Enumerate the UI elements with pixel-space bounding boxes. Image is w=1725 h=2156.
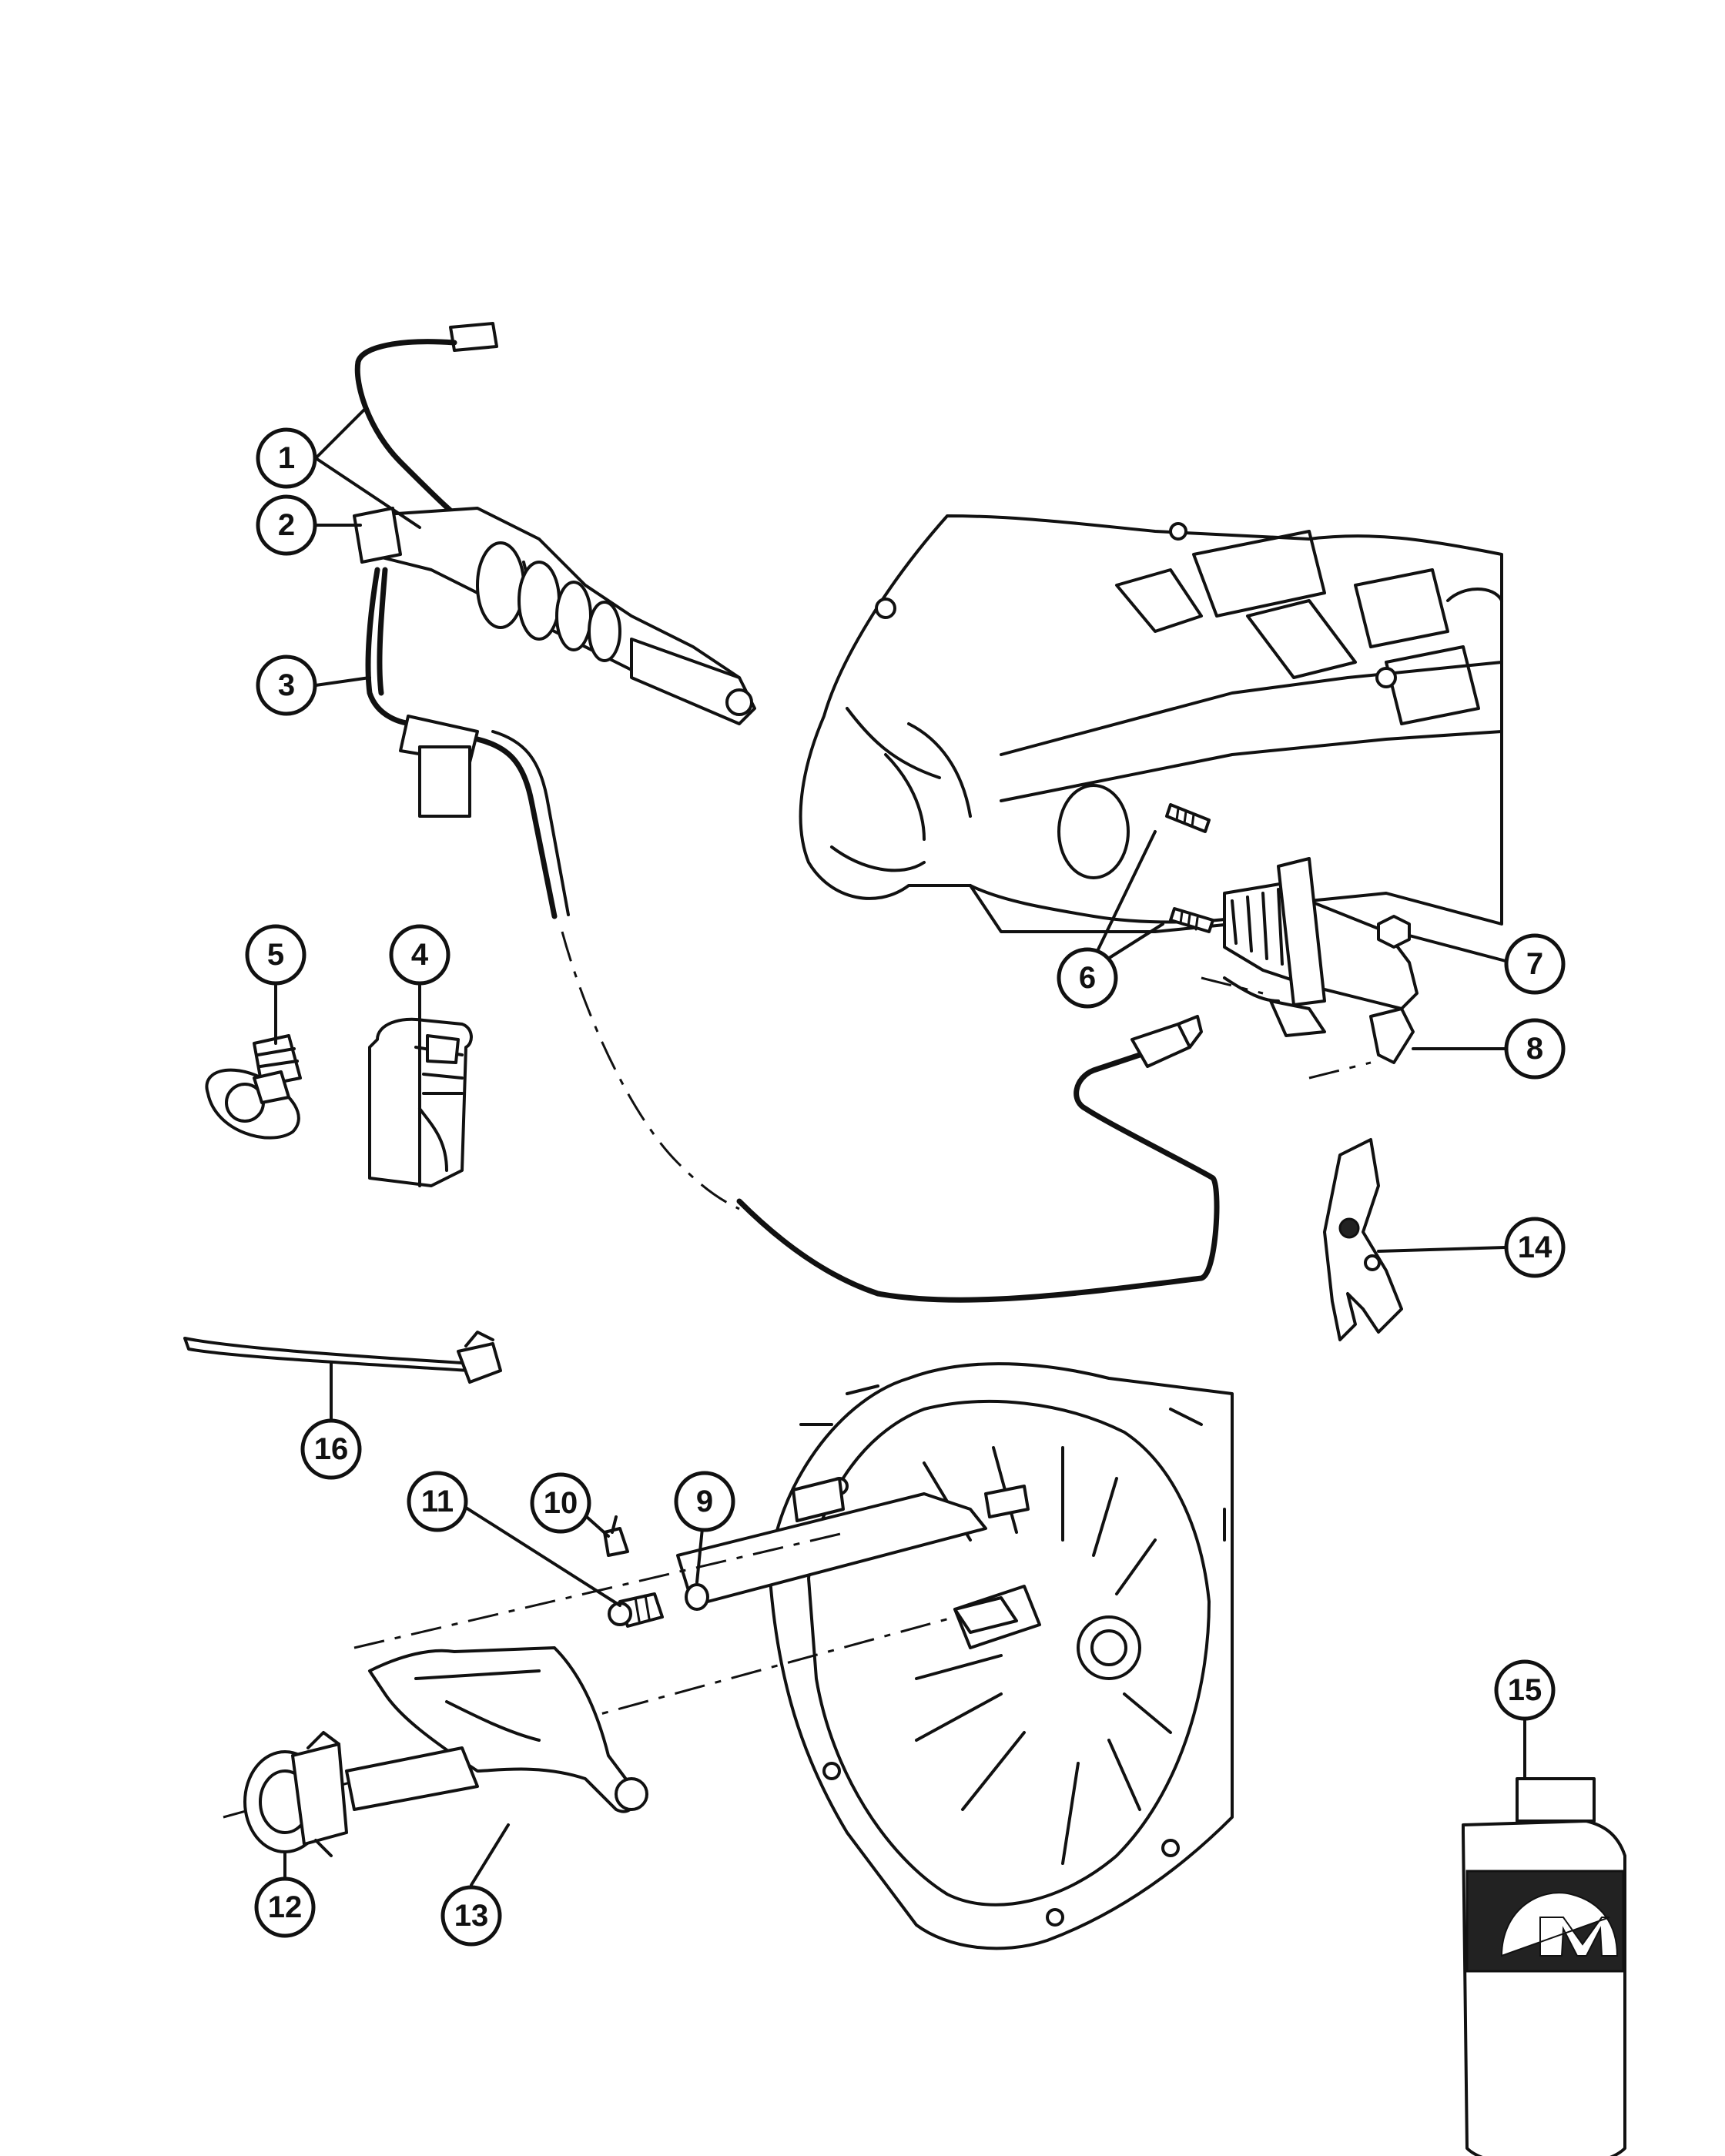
callout-6: 6	[1057, 947, 1118, 1009]
brake-fluid-bottle: MOPAR BRAKE FLUID	[1462, 1777, 1626, 2156]
hydraulic-line	[736, 1015, 1220, 1303]
callout-14-label: 14	[1518, 1230, 1552, 1264]
callout-4-label: 4	[411, 938, 429, 972]
callout-6-label: 6	[1079, 961, 1096, 995]
callout-1: 1	[256, 427, 317, 489]
mopar-logo	[1500, 1892, 1619, 1957]
clutch-release-components	[223, 1492, 1018, 1857]
callout-15-label: 15	[1508, 1673, 1542, 1707]
clutch-slave-cylinder	[1165, 803, 1419, 1080]
bottle-brand-label: MOPAR	[1532, 1987, 1594, 2006]
callout-1-label: 1	[278, 441, 295, 475]
callout-9-label: 9	[696, 1485, 713, 1518]
callout-13: 13	[440, 1885, 502, 1947]
callout-12: 12	[254, 1876, 316, 1938]
callout-8-label: 8	[1526, 1032, 1543, 1066]
callout-5: 5	[245, 924, 306, 986]
callout-16-label: 16	[314, 1432, 349, 1466]
callout-7-label: 7	[1526, 947, 1543, 981]
callout-8: 8	[1504, 1018, 1566, 1080]
callout-2-label: 2	[278, 508, 295, 542]
callout-9: 9	[674, 1471, 735, 1532]
bell-housing	[769, 1362, 1234, 1950]
transmission-upper	[799, 514, 1503, 933]
callout-4: 4	[389, 924, 451, 986]
callout-12-label: 12	[268, 1890, 303, 1924]
callout-5-label: 5	[267, 938, 284, 972]
push-pin-clip	[205, 1034, 302, 1140]
callout-11: 11	[407, 1471, 468, 1532]
callout-3: 3	[256, 654, 317, 716]
callout-11-label: 11	[421, 1485, 454, 1518]
callout-16: 16	[300, 1418, 362, 1480]
bracket	[1323, 1138, 1403, 1341]
callout-10-label: 10	[544, 1486, 578, 1520]
callout-7: 7	[1504, 933, 1566, 995]
retainer-clip	[368, 1017, 473, 1187]
clutch-master-cylinder-assembly	[353, 322, 756, 1210]
callout-3-label: 3	[278, 668, 295, 702]
bottle-product-label: BRAKE FLUID	[1506, 2006, 1620, 2025]
callout-10: 10	[530, 1472, 591, 1534]
callout-13-label: 13	[454, 1899, 489, 1933]
callout-15: 15	[1494, 1659, 1556, 1721]
callout-2: 2	[256, 494, 317, 556]
tie-strap	[183, 1331, 502, 1384]
callout-14: 14	[1504, 1217, 1566, 1278]
